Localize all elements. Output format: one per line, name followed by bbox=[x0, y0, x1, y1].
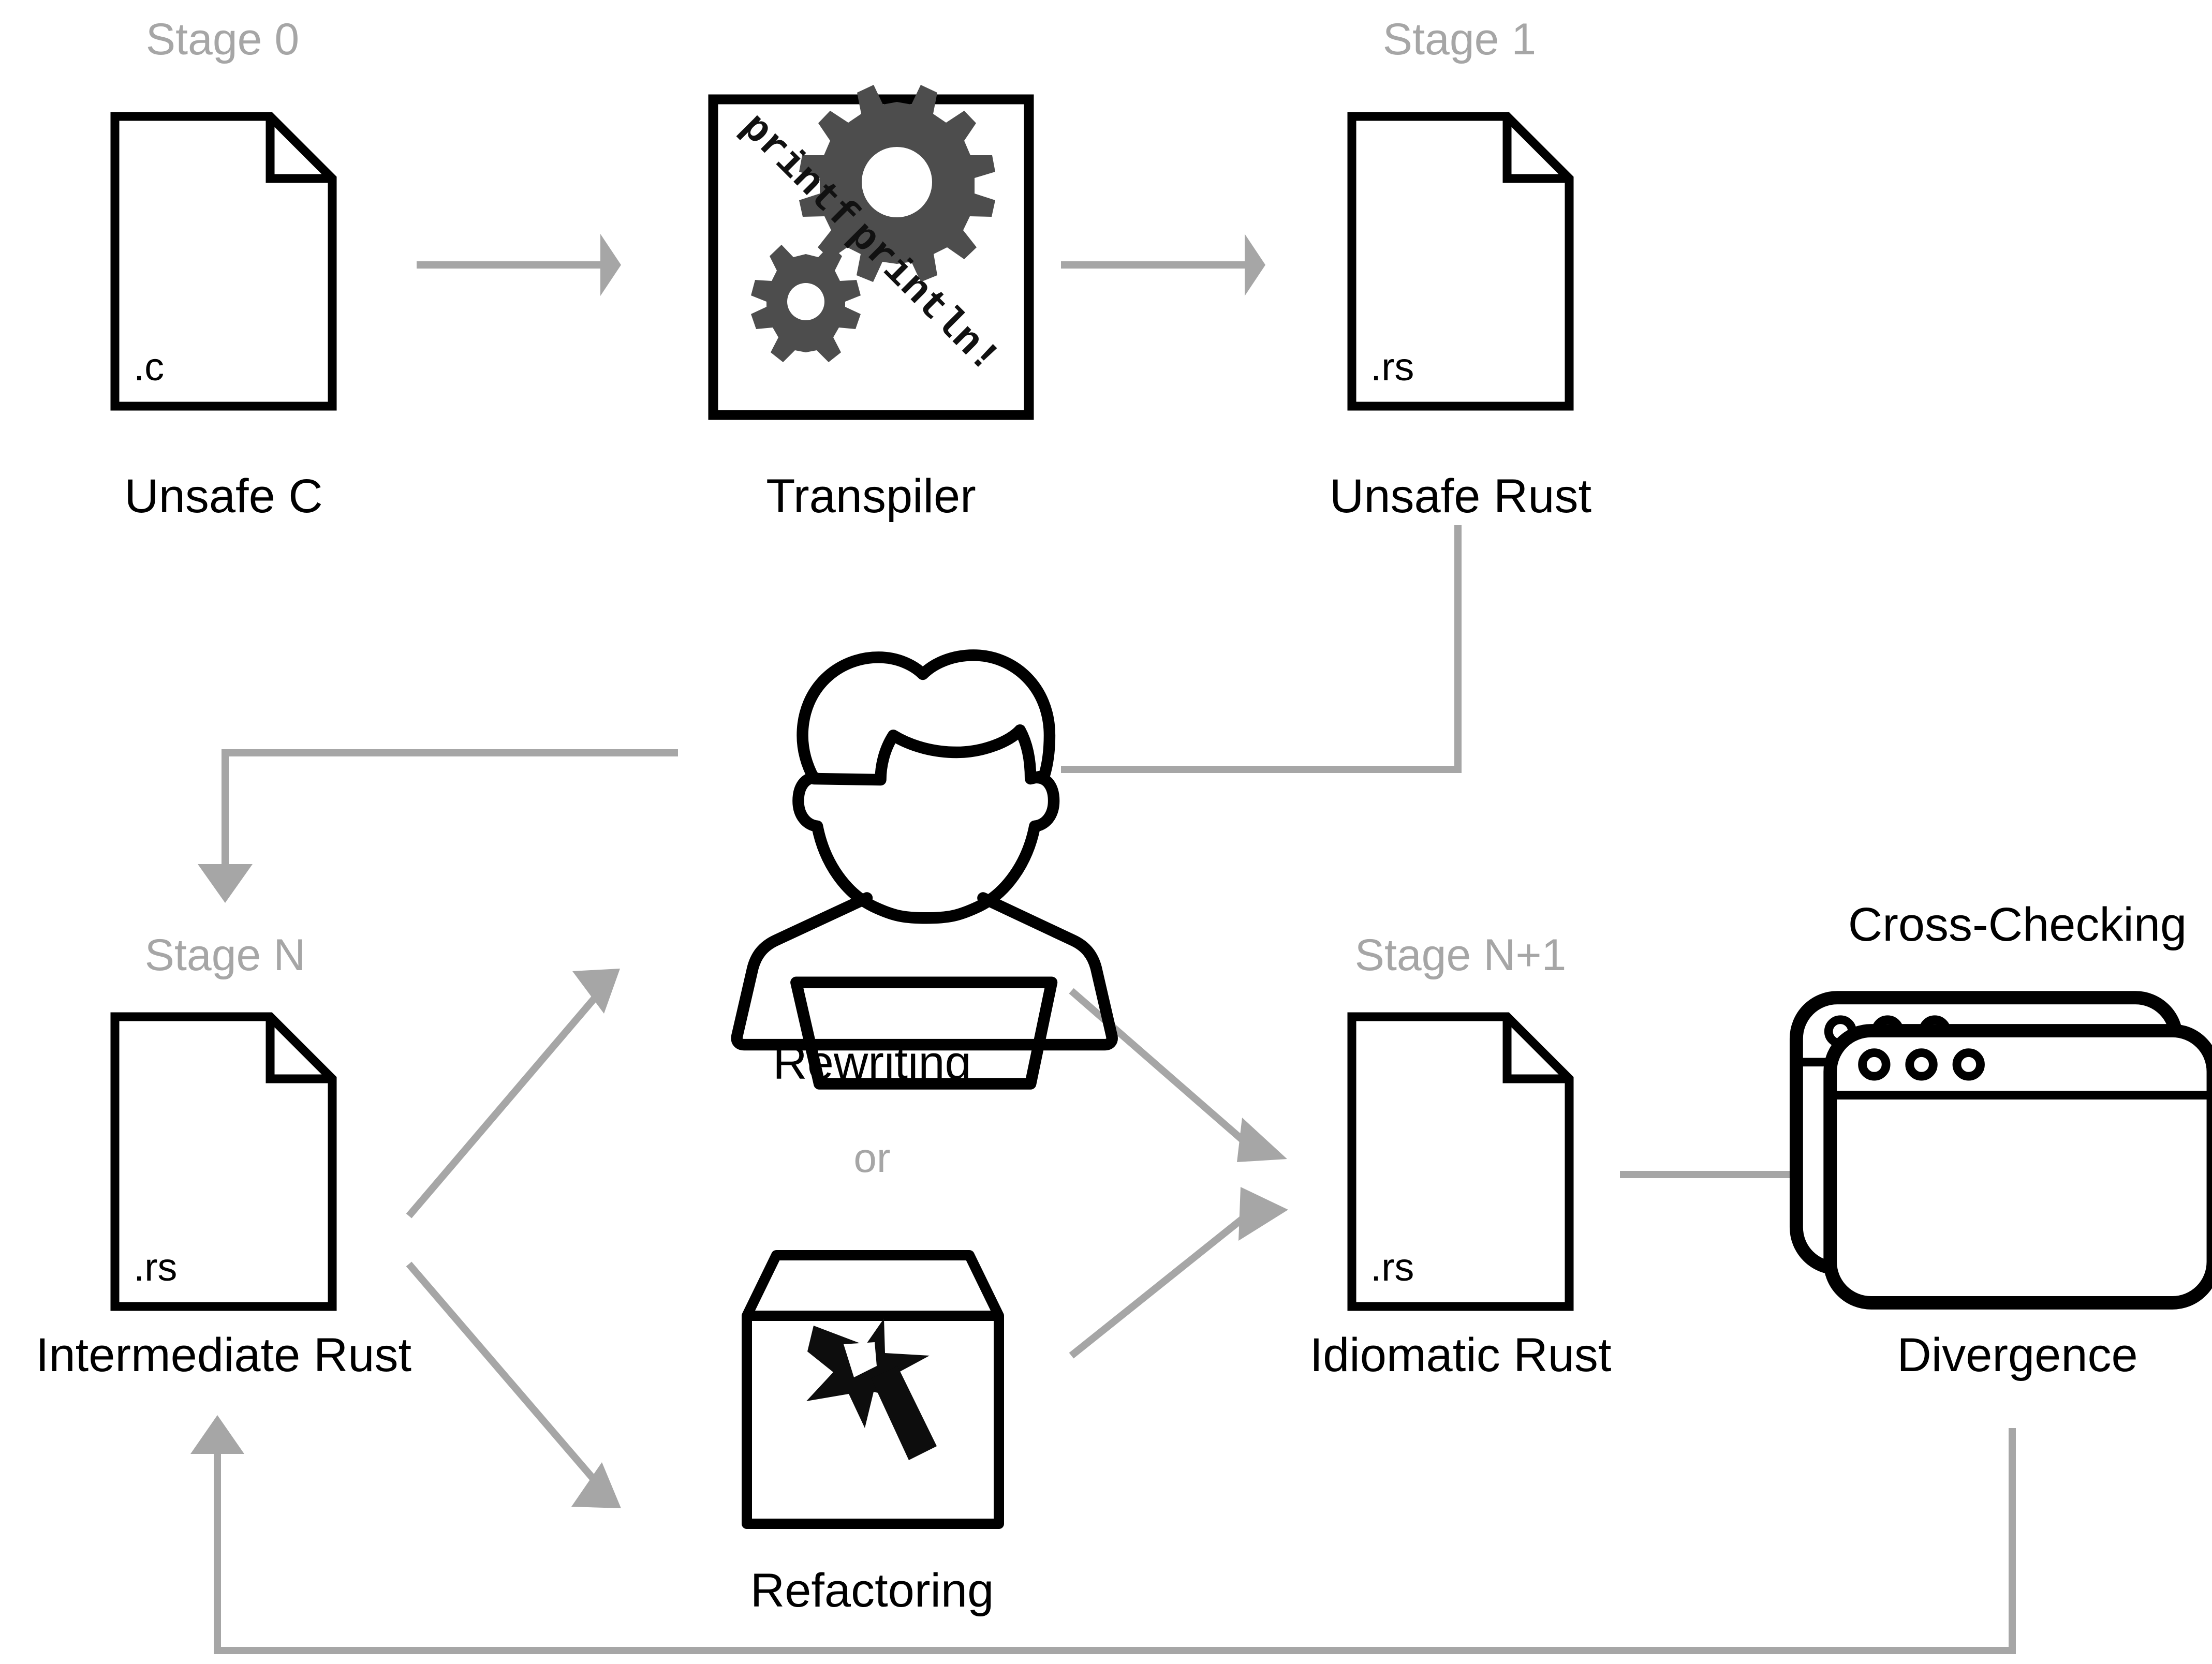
idiomatic-rust-label: Idiomatic Rust bbox=[1310, 1329, 1612, 1381]
edge-divergence-feedback-loop bbox=[190, 1415, 2016, 1654]
edge-rewriting-to-intermediate-rust bbox=[198, 749, 678, 903]
edge-intermediate-to-refactoring bbox=[406, 1261, 621, 1508]
intermediate-rust-extension: .rs bbox=[134, 1245, 177, 1289]
magic-wand-crate-icon bbox=[742, 1250, 1004, 1529]
unsafe-c-extension: .c bbox=[134, 345, 164, 389]
stage-n-label: Stage N bbox=[145, 930, 306, 980]
person-icon bbox=[731, 649, 1118, 1090]
node-refactoring[interactable]: Refactoring bbox=[742, 1250, 1004, 1617]
node-unsafe-rust[interactable]: Stage 1 .rs Unsafe Rust bbox=[1330, 14, 1591, 523]
or-label: or bbox=[853, 1135, 890, 1181]
stacked-windows-icon bbox=[1789, 991, 2212, 1310]
unsafe-rust-label: Unsafe Rust bbox=[1330, 470, 1591, 523]
node-intermediate-rust[interactable]: Stage N .rs Intermediate Rust bbox=[36, 930, 411, 1381]
cross-checking-label: Cross-Checking bbox=[1848, 898, 2187, 951]
unsafe-c-label: Unsafe C bbox=[124, 470, 323, 523]
node-rewriting[interactable]: Rewriting bbox=[731, 649, 1118, 1090]
intermediate-rust-label: Intermediate Rust bbox=[36, 1329, 411, 1381]
transpiler-label: Transpiler bbox=[766, 470, 976, 523]
rewriting-label: Rewriting bbox=[773, 1036, 971, 1089]
stage-0-label: Stage 0 bbox=[146, 14, 299, 64]
node-unsafe-c[interactable]: Stage 0 .c Unsafe C bbox=[115, 14, 332, 523]
edge-unsafe-rust-to-rewriting bbox=[1061, 525, 1462, 773]
idiomatic-rust-extension: .rs bbox=[1370, 1245, 1414, 1289]
unsafe-rust-extension: .rs bbox=[1370, 345, 1414, 389]
edge-unsafe-c-to-transpiler bbox=[417, 234, 621, 296]
edge-refactoring-to-idiomatic bbox=[1069, 1187, 1288, 1359]
refactoring-label: Refactoring bbox=[750, 1564, 994, 1617]
edge-intermediate-to-rewriting bbox=[406, 969, 620, 1219]
stage-n1-label: Stage N+1 bbox=[1355, 930, 1567, 980]
edge-transpiler-to-unsafe-rust bbox=[1061, 234, 1265, 296]
divergence-label: Divergence bbox=[1897, 1329, 2137, 1381]
node-divergence[interactable]: Cross-Checking Divergence bbox=[1789, 898, 2212, 1381]
node-transpiler[interactable]: printf println! Transpiler bbox=[708, 85, 1034, 523]
gears-icon: printf println! bbox=[708, 85, 1034, 420]
stage-1-label: Stage 1 bbox=[1383, 14, 1536, 64]
node-idiomatic-rust[interactable]: Stage N+1 .rs Idiomatic Rust bbox=[1310, 930, 1612, 1381]
